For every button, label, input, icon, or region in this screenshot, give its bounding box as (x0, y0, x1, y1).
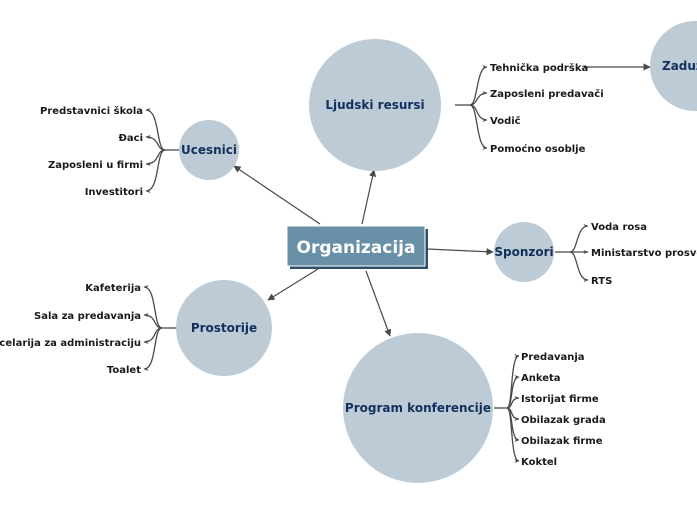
branch-ljudski-2 (469, 90, 488, 106)
leaf-sala-za-predavanja[interactable]: Sala za predavanja (34, 311, 141, 322)
ucesnici-children: Predstavnici škola Đaci Zaposleni u firm… (40, 105, 143, 198)
branch-sponzori-3 (569, 251, 589, 283)
leaf-vodic[interactable]: Vodič (490, 115, 521, 127)
branch-curves (143, 64, 589, 464)
leaf-predstavnici-skola[interactable]: Predstavnici škola (40, 105, 143, 117)
leaf-anketa[interactable]: Anketa (521, 373, 561, 384)
leaf-istorijat-firme[interactable]: Istorijat firme (521, 394, 599, 405)
ljudski-children: Tehnička podrška Zaposleni predavači Vod… (490, 62, 604, 155)
program-children: Predavanja Anketa Istorijat firme Obilaz… (521, 352, 606, 468)
leaf-rts[interactable]: RTS (591, 276, 612, 287)
node-label: Ucesnici (181, 143, 237, 157)
leaf-pomocno-osoblje[interactable]: Pomoćno osoblje (490, 143, 586, 155)
leaf-kancelarija[interactable]: Kancelarija za administraciju (0, 338, 141, 349)
leaf-predavanja[interactable]: Predavanja (521, 352, 585, 363)
root-label: Organizacija (297, 238, 416, 258)
branch-ljudski-4 (469, 104, 488, 151)
edge-root-ucesnici (233, 165, 321, 225)
branch-ucesnici-1 (145, 107, 166, 151)
edge-root-ljudski (361, 169, 377, 225)
leaf-obilazak-firme[interactable]: Obilazak firme (521, 436, 603, 447)
branch-ucesnici-4 (145, 149, 166, 194)
edge-root-sponzori (426, 248, 494, 256)
node-program-konferencije[interactable]: Program konferencije (343, 333, 493, 483)
node-label: Prostorije (191, 321, 257, 335)
node-label: Sponzori (494, 245, 553, 259)
root-node[interactable]: Organizacija (286, 225, 428, 269)
branch-prostorije-1 (143, 284, 163, 329)
node-label: Program konferencije (345, 401, 491, 415)
node-zaduzenja[interactable]: Zaduženja (650, 21, 697, 111)
node-label: Ljudski resursi (325, 98, 424, 112)
leaf-koktel[interactable]: Koktel (521, 457, 557, 468)
leaf-zaposleni-predavaci[interactable]: Zaposleni predavači (490, 88, 604, 100)
leaf-ministarstvo-prosvete[interactable]: Ministarstvo prosvete (591, 248, 697, 259)
branch-prostorije-4 (143, 327, 163, 372)
leaf-toalet[interactable]: Toalet (107, 365, 141, 376)
branch-sponzori-1 (569, 223, 589, 253)
node-sponzori[interactable]: Sponzori (494, 222, 554, 282)
leaf-kafeterija[interactable]: Kafeterija (85, 283, 141, 294)
leaf-tehnicka-podrska[interactable]: Tehnička podrška (490, 62, 588, 74)
node-ljudski-resursi[interactable]: Ljudski resursi (309, 39, 441, 171)
branch-program-6 (506, 407, 520, 464)
leaf-investitori[interactable]: Investitori (85, 187, 143, 198)
leaf-daci[interactable]: Đaci (119, 133, 143, 144)
edge-root-program (365, 270, 392, 337)
node-label: Zaduženja (662, 59, 697, 73)
prostorije-children: Kafeterija Sala za predavanja Kancelarij… (0, 283, 141, 376)
branch-ljudski-1 (469, 64, 488, 106)
root-connectors (233, 63, 651, 337)
leaf-obilazak-grada[interactable]: Obilazak grada (521, 415, 606, 426)
node-prostorije[interactable]: Prostorije (176, 280, 272, 376)
edge-root-prostorije (267, 268, 319, 301)
leaf-voda-rosa[interactable]: Voda rosa (591, 222, 647, 233)
node-ucesnici[interactable]: Ucesnici (179, 120, 239, 180)
sponzori-children: Voda rosa Ministarstvo prosvete RTS (591, 222, 697, 287)
leaf-zaposleni-u-firmi[interactable]: Zaposleni u firmi (48, 160, 143, 171)
